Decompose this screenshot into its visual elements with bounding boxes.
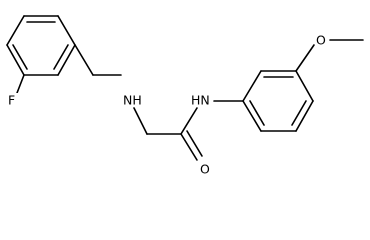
bond-ring1-double-right [53, 44, 69, 70]
bond-ring1-5 [6, 44, 25, 76]
bond-nh-ch2 [133, 107, 148, 135]
bond-ring2-3 [295, 70, 314, 102]
methoxyphenyl-ring [242, 70, 314, 132]
carbonyl-oxygen-label: O [200, 162, 210, 177]
fluorophenyl-ring [6, 15, 76, 76]
bond-ring2-4 [295, 100, 314, 132]
bond-ring-o [295, 44, 315, 72]
bond-ring2-1 [242, 70, 262, 102]
amide-nh-label: HN [191, 93, 210, 108]
bond-ring1-2 [57, 15, 76, 46]
bond-ring1-6 [6, 15, 25, 46]
fluorine-atom-label: F [8, 93, 15, 108]
bond-carbonyl-nh [180, 107, 198, 135]
bond-ring2-double-left [249, 100, 265, 126]
bond-carbonyl-double-1 [180, 133, 198, 161]
bond-ring2-6 [242, 100, 262, 132]
chemical-structure-diagram: F NH O HN O [6, 15, 364, 177]
bond-c-f [16, 74, 25, 94]
fluorine-label-bg [7, 93, 20, 107]
bond-ring2-double-right [291, 100, 307, 126]
bond-carbonyl-double-2 [186, 130, 203, 157]
bond-ring1-3 [57, 44, 76, 76]
amine-nh-label: NH [123, 93, 142, 108]
ether-oxygen-label: O [316, 33, 326, 48]
bond-ring1-double-left [12, 44, 28, 70]
bond-ring-ch2 [74, 44, 94, 76]
